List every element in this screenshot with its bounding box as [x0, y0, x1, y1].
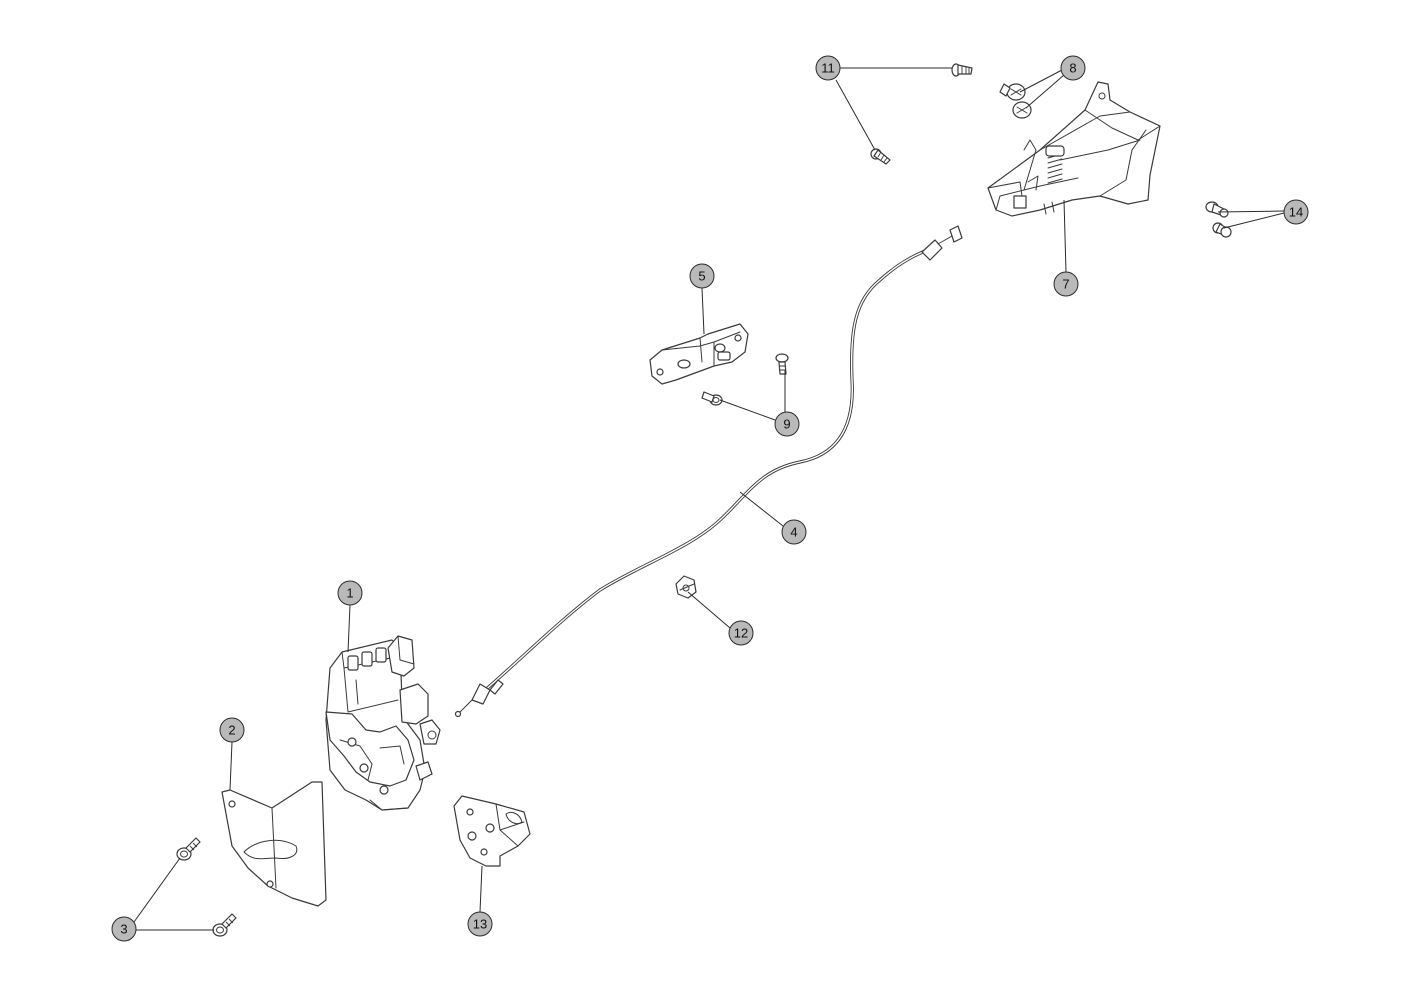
callout-11: 11 — [815, 55, 841, 81]
callout-8: 8 — [1060, 55, 1086, 81]
callout-13: 13 — [467, 911, 493, 937]
cover-plate — [221, 781, 327, 907]
svg-text:7: 7 — [1062, 277, 1069, 292]
screw-8-upper — [999, 83, 1026, 101]
svg-text:11: 11 — [821, 61, 835, 76]
screw-3-lower — [212, 913, 237, 937]
latch-assembly — [325, 635, 441, 811]
screw-11-right — [951, 63, 973, 77]
callout-9: 9 — [774, 411, 800, 437]
svg-text:9: 9 — [783, 417, 790, 432]
callout-12: 12 — [728, 620, 754, 646]
svg-text:5: 5 — [698, 269, 705, 284]
callout-2: 2 — [219, 717, 245, 743]
leader-lines — [133, 67, 1285, 931]
release-cable — [454, 225, 963, 718]
svg-text:1: 1 — [346, 586, 353, 601]
svg-text:13: 13 — [473, 917, 487, 932]
svg-text:14: 14 — [1289, 205, 1303, 220]
screw-11-lower — [870, 148, 891, 165]
screw-3-upper — [176, 837, 201, 861]
svg-text:4: 4 — [790, 525, 797, 540]
screw-9-upper — [775, 353, 789, 375]
screw-9-lower — [701, 391, 723, 406]
callout-7: 7 — [1053, 271, 1079, 297]
callout-4: 4 — [781, 519, 807, 545]
screw-14-upper — [1205, 201, 1229, 218]
striker — [453, 795, 531, 867]
handle-assembly — [987, 81, 1161, 217]
svg-text:2: 2 — [228, 723, 235, 738]
clip — [675, 575, 697, 599]
callout-1: 1 — [337, 580, 363, 606]
screw-14-lower — [1212, 222, 1232, 238]
callout-14: 14 — [1283, 199, 1309, 225]
bracket — [649, 323, 749, 385]
svg-text:3: 3 — [120, 922, 127, 937]
svg-text:8: 8 — [1069, 61, 1076, 76]
svg-text:12: 12 — [734, 626, 748, 641]
callout-3: 3 — [111, 916, 137, 942]
screw-8-lower — [1012, 101, 1032, 119]
callout-5: 5 — [689, 263, 715, 289]
